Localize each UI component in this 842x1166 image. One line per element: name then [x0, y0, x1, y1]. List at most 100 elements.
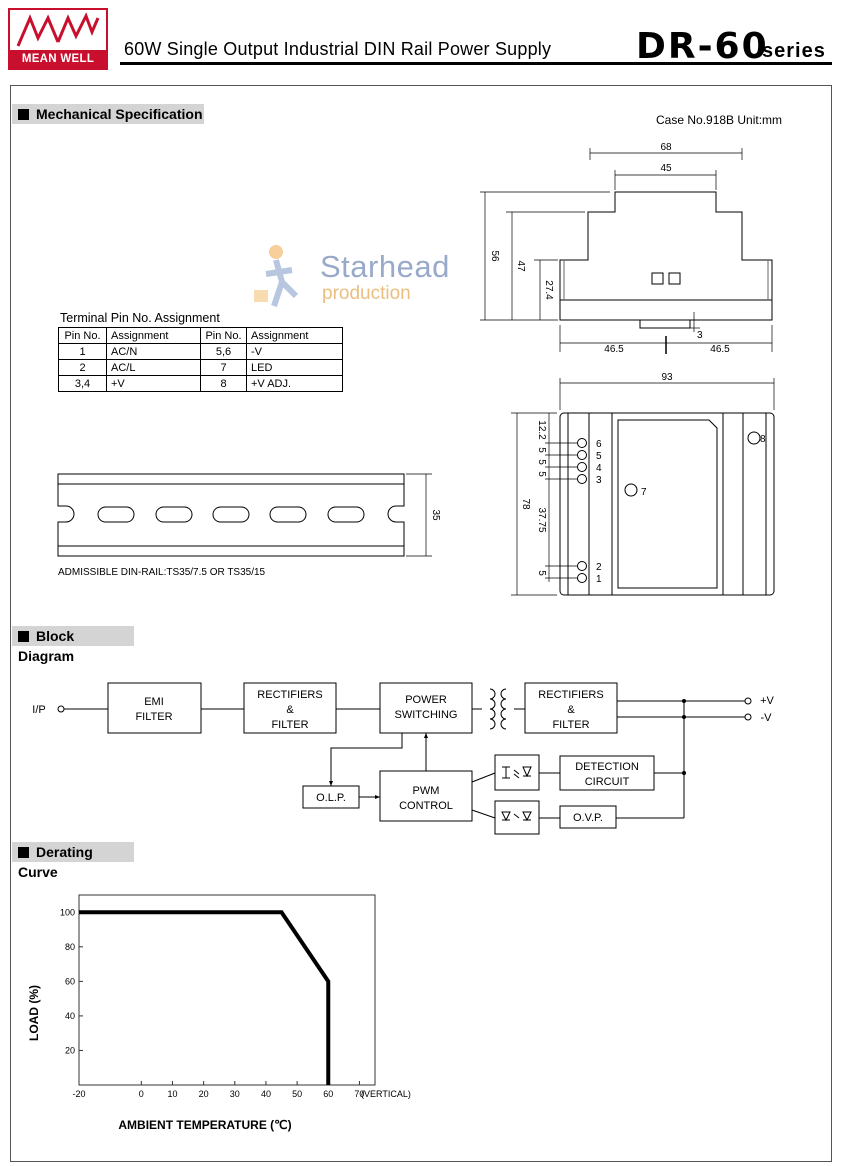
table-header-row: Pin No. Assignment Pin No. Assignment — [58, 327, 343, 344]
section-heading-derating: Derating Curve — [12, 842, 134, 880]
din-rail-note: ADMISSIBLE DIN-RAIL:TS35/7.5 OR TS35/15 — [58, 567, 266, 578]
chart-plot-frame — [78, 894, 376, 1086]
table-cell: AC/N — [106, 343, 201, 360]
square-bullet-icon — [18, 631, 29, 642]
rail-dim-35: 35 — [430, 509, 441, 521]
chart-x-tick-label: 20 — [199, 1089, 209, 1099]
rect2-label-1: RECTIFIERS — [538, 689, 603, 701]
pin-table-title: Terminal Pin No. Assignment — [60, 311, 220, 325]
table-cell: 8 — [200, 375, 247, 392]
dim-56: 56 — [489, 250, 500, 262]
pwm-control-box — [379, 770, 473, 822]
table-cell: LED — [246, 359, 343, 376]
power-label-1: POWER — [405, 694, 447, 706]
table-cell: 2 — [58, 359, 107, 376]
series-name: DR-60 — [636, 26, 769, 67]
derating-curve-line — [79, 910, 331, 1085]
rect2-label-2: & — [567, 704, 575, 716]
olp-label: O.L.P. — [316, 792, 346, 804]
dim-3: 3 — [697, 330, 703, 341]
power-switching-box — [379, 682, 473, 734]
pin-label-2: 2 — [596, 562, 602, 573]
block-diagram: I/P EMI FILTER RECTIFIERS & FILTER POWER… — [32, 682, 775, 835]
detection-label-2: CIRCUIT — [585, 776, 630, 788]
content-frame — [10, 85, 832, 1162]
dim-93: 93 — [661, 372, 673, 383]
square-bullet-icon — [18, 847, 29, 858]
table-cell: +V — [106, 375, 201, 392]
pin-label-4: 4 — [596, 463, 602, 474]
dim-5-b: 5 — [536, 459, 547, 465]
chart-x-tick-label: 60 — [323, 1089, 333, 1099]
chart-y-tick-label: 40 — [65, 1011, 75, 1021]
rectifier-filter-box-1 — [243, 682, 337, 734]
dim-5-c: 5 — [536, 471, 547, 477]
watermark-figure-icon — [254, 245, 299, 307]
side-view-drawing: 68 45 56 47 27.4 3 46.5 46.5 — [480, 142, 773, 355]
chart-x-tick-label: 10 — [167, 1089, 177, 1099]
chart-y-tick-label: 20 — [65, 1045, 75, 1055]
power-label-2: SWITCHING — [395, 709, 458, 721]
table-cell: 7 — [200, 359, 247, 376]
dim-46-5-right: 46.5 — [710, 344, 730, 355]
pin-label-8: 8 — [760, 434, 766, 445]
dim-5-d: 5 — [536, 570, 547, 576]
emi-filter-box — [107, 682, 202, 734]
din-rail-drawing: 35 — [57, 473, 441, 557]
dim-27-4: 27.4 — [543, 280, 554, 300]
rect1-label-3: FILTER — [271, 719, 308, 731]
ovp-label: O.V.P. — [573, 812, 603, 824]
optocoupler-2-icon — [494, 800, 540, 835]
page-title: 60W Single Output Industrial DIN Rail Po… — [124, 39, 552, 59]
output-positive-label: +V — [760, 695, 774, 707]
table-header-cell: Pin No. — [58, 327, 107, 344]
section-heading-text: Block Diagram — [18, 628, 75, 664]
section-heading-block-diagram: Block Diagram — [12, 626, 134, 664]
pin-label-6: 6 — [596, 439, 602, 450]
table-header-cell: Assignment — [246, 327, 343, 344]
series-suffix: series — [762, 40, 826, 62]
chart-y-tick-label: 100 — [60, 907, 75, 917]
output-negative-label: -V — [761, 712, 773, 724]
chart-y-tick-label: 60 — [65, 976, 75, 986]
section-heading-text: Mechanical Specification — [36, 106, 203, 122]
mw-logo-icon — [16, 12, 100, 47]
chart-x-axis-label: AMBIENT TEMPERATURE (℃) — [118, 1118, 291, 1132]
table-cell: AC/L — [106, 359, 201, 376]
pin-label-7: 7 — [641, 487, 647, 498]
pin-assignment-table: Pin No. Assignment Pin No. Assignment 1 … — [58, 327, 343, 392]
table-cell: -V — [246, 343, 343, 360]
dim-12-2: 12.2 — [536, 420, 547, 440]
table-row: 3,4 +V 8 +V ADJ. — [58, 375, 343, 392]
case-info: Case No.918B Unit:mm — [656, 113, 783, 127]
table-header-cell: Pin No. — [200, 327, 247, 344]
chart-x-tick-label: 30 — [230, 1089, 240, 1099]
square-bullet-icon — [18, 109, 29, 120]
chart-x-tick-label: 40 — [261, 1089, 271, 1099]
table-header-cell: Assignment — [106, 327, 201, 344]
dim-47: 47 — [515, 260, 526, 272]
rect1-label-1: RECTIFIERS — [257, 689, 322, 701]
watermark-title: Starhead — [320, 249, 450, 284]
chart-x-tick-label: 0 — [139, 1089, 144, 1099]
front-view-drawing: 93 78 12.2 5 5 5 37.75 5 6 5 4 3 2 1 7 8 — [511, 372, 775, 596]
rectifier-filter-box-2 — [524, 682, 618, 734]
chart-x-extra-label: (VERTICAL) — [361, 1089, 411, 1099]
brand-logo: MEAN WELL — [8, 8, 108, 70]
emi-label-2: FILTER — [135, 711, 172, 723]
rect2-label-3: FILTER — [552, 719, 589, 731]
chart-x-tick-label: 70 — [354, 1089, 364, 1099]
dim-46-5-left: 46.5 — [604, 344, 624, 355]
header-rule — [120, 62, 832, 65]
chart-y-axis-label: LOAD (%) — [27, 985, 41, 1041]
dim-37-75: 37.75 — [536, 507, 547, 532]
ovp-box — [559, 805, 617, 829]
pin-label-5: 5 — [596, 451, 602, 462]
table-row: 2 AC/L 7 LED — [58, 359, 343, 376]
table-cell: 1 — [58, 343, 107, 360]
section-heading-text: Derating Curve — [18, 844, 93, 880]
chart-x-tick-label: 50 — [292, 1089, 302, 1099]
pwm-label-2: CONTROL — [399, 800, 453, 812]
chart-y-tick-label: 80 — [65, 942, 75, 952]
detection-label-1: DETECTION — [575, 761, 639, 773]
